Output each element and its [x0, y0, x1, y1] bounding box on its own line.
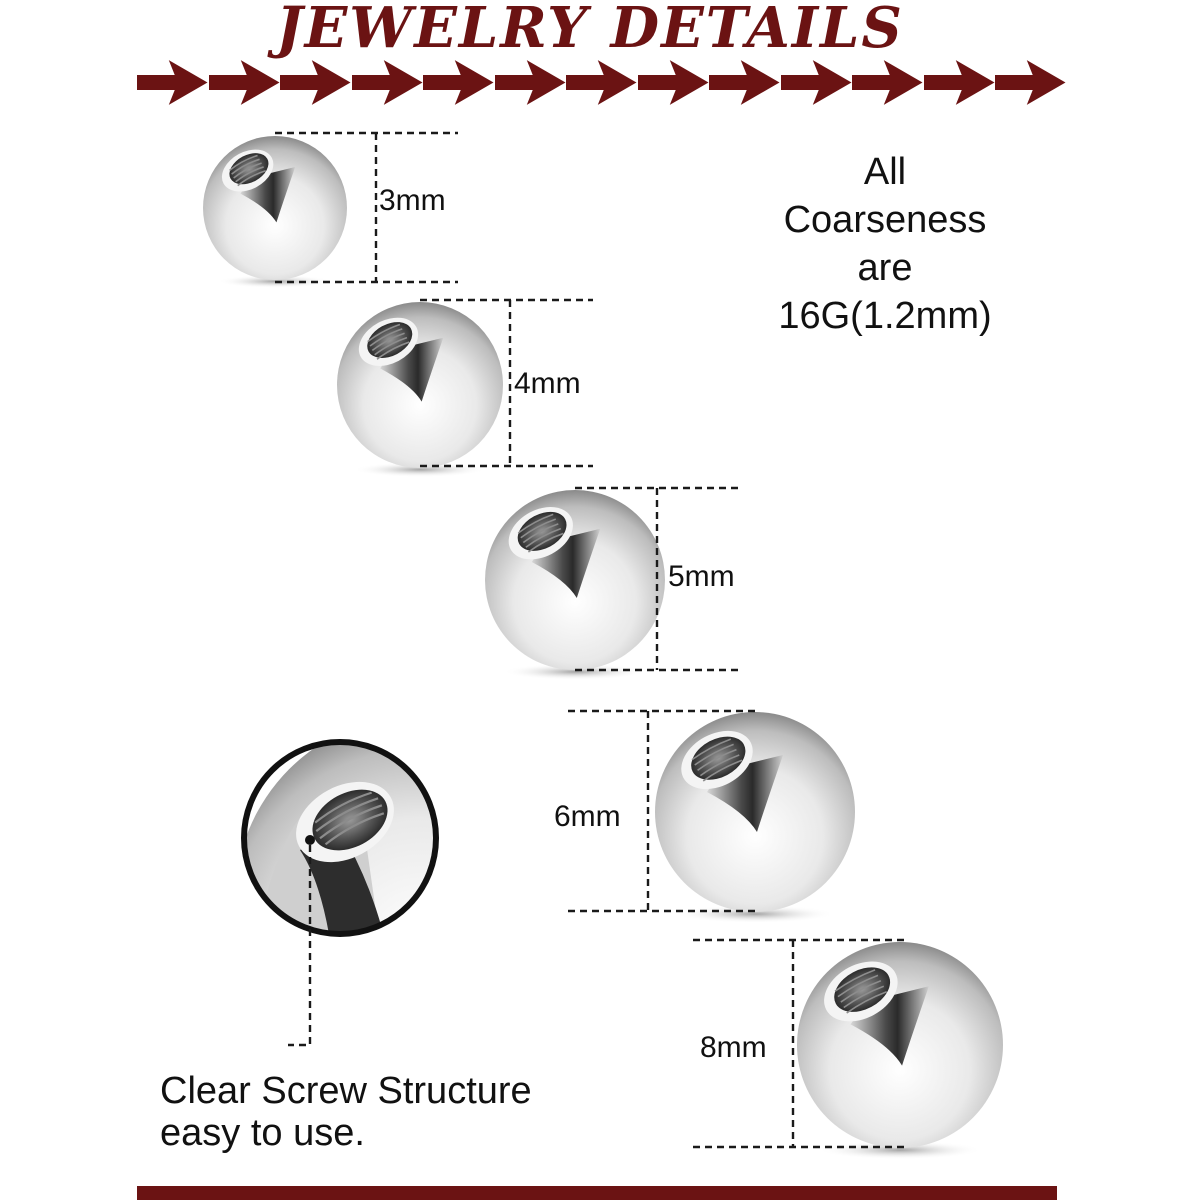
magnifier-pointer [288, 845, 312, 1047]
size-label-3mm: 3mm [379, 184, 446, 217]
arrow-right-icon [923, 60, 995, 105]
ball-4mm [337, 302, 503, 478]
gauge-note-line: 16G(1.2mm) [778, 295, 992, 337]
arrow-right-icon [351, 60, 423, 105]
ball-6mm [655, 712, 855, 923]
size-label-6mm: 6mm [554, 800, 621, 833]
gauge-note-line: are [857, 247, 913, 289]
arrow-right-icon [637, 60, 709, 105]
page-title: JEWELRY DETAILS [276, 0, 904, 61]
size-label-8mm: 8mm [700, 1031, 767, 1064]
ball-3mm [203, 136, 347, 288]
magnifier-lens [241, 739, 439, 937]
ball-5mm [485, 490, 665, 680]
size-label-4mm: 4mm [514, 367, 581, 400]
arrow-right-icon [780, 60, 852, 105]
arrow-right-icon [423, 60, 494, 105]
gauge-note-line: All [863, 151, 907, 193]
feature-caption-line: easy to use. [160, 1112, 365, 1154]
gauge-note-line: Coarseness [783, 199, 987, 241]
arrow-right-icon [995, 60, 1066, 105]
feature-caption-line: Clear Screw Structure [160, 1070, 532, 1112]
size-label-5mm: 5mm [668, 560, 735, 593]
arrow-right-icon [208, 60, 280, 105]
arrow-right-icon [137, 60, 208, 105]
ball-8mm [797, 942, 1003, 1160]
bottom-bar [137, 1186, 1057, 1200]
feature-caption: Clear Screw Structure easy to use. [160, 1070, 532, 1154]
arrow-right-icon [494, 60, 566, 105]
gauge-note: All Coarseness are 16G(1.2mm) [740, 148, 1030, 340]
arrow-right-icon [566, 60, 637, 105]
arrow-row [137, 60, 1067, 105]
arrow-right-icon [852, 60, 923, 105]
arrow-right-icon [280, 60, 351, 105]
arrow-right-icon [709, 60, 780, 105]
